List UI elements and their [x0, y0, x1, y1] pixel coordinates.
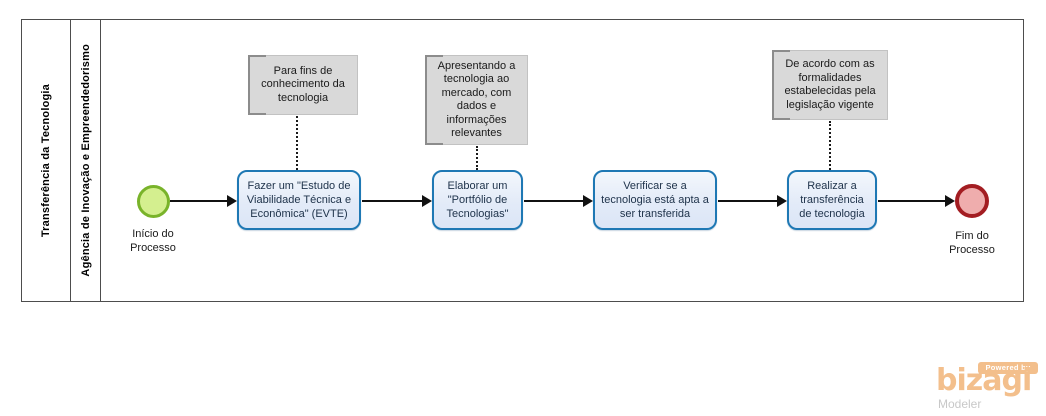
task-estudo-viabilidade[interactable]: Fazer um "Estudo de Viabilidade Técnica …	[237, 170, 361, 230]
association-line[interactable]	[476, 146, 478, 170]
task-verificar-apta[interactable]: Verificar se a tecnologia está apta a se…	[593, 170, 717, 230]
flow-line	[878, 200, 947, 202]
association-line[interactable]	[296, 116, 298, 170]
text-annotation-portfolio[interactable]: Apresentando a tecnologia ao mercado, co…	[425, 55, 528, 145]
bizagi-logo: bizagi	[936, 363, 1032, 398]
task-realizar-transferencia[interactable]: Realizar a transferência de tecnologia	[787, 170, 877, 230]
powered-by-badge: Powered by	[978, 362, 1038, 374]
modeler-label: Modeler	[938, 397, 982, 411]
arrowhead-icon	[422, 195, 432, 207]
lane-header[interactable]: Agência de Inovação e Empreendedorismo	[71, 20, 101, 301]
task-label: Elaborar um "Portfólio de Tecnologias"	[446, 180, 509, 220]
start-event-label: Início do Processo	[130, 228, 176, 254]
arrowhead-icon	[583, 195, 593, 207]
task-label: Realizar a transferência de tecnologia	[799, 180, 865, 220]
arrowhead-icon	[227, 195, 237, 207]
text-annotation-legislacao[interactable]: De acordo com as formalidades estabeleci…	[772, 50, 888, 120]
end-event[interactable]	[955, 184, 989, 218]
sequence-flow[interactable]	[170, 195, 237, 207]
sequence-flow[interactable]	[718, 195, 787, 207]
task-label: Fazer um "Estudo de Viabilidade Técnica …	[246, 180, 352, 220]
task-label: Verificar se a tecnologia está apta a se…	[601, 180, 709, 220]
annotation-text: Para fins de conhecimento da tecnologia	[261, 64, 345, 104]
sequence-flow[interactable]	[878, 195, 955, 207]
arrowhead-icon	[777, 195, 787, 207]
arrowhead-icon	[945, 195, 955, 207]
flow-line	[362, 200, 424, 202]
text-annotation-evte[interactable]: Para fins de conhecimento da tecnologia	[248, 55, 358, 115]
sequence-flow[interactable]	[524, 195, 593, 207]
association-line[interactable]	[829, 121, 831, 170]
annotation-text: De acordo com as formalidades estabeleci…	[784, 58, 876, 111]
sequence-flow[interactable]	[362, 195, 432, 207]
pool-header[interactable]: Transferência da Tecnologia	[22, 20, 71, 301]
flow-line	[524, 200, 585, 202]
pool-title: Transferência da Tecnologia	[40, 83, 52, 238]
annotation-text: Apresentando a tecnologia ao mercado, co…	[437, 59, 516, 140]
end-event-label: Fim do Processo	[949, 230, 995, 256]
flow-line	[170, 200, 229, 202]
bizagi-watermark: Powered by bizagi Modeler	[936, 358, 1042, 414]
flow-line	[718, 200, 779, 202]
start-event[interactable]	[137, 185, 170, 218]
task-portfolio-tecnologias[interactable]: Elaborar um "Portfólio de Tecnologias"	[432, 170, 523, 230]
lane-title: Agência de Inovação e Empreendedorismo	[79, 44, 92, 277]
